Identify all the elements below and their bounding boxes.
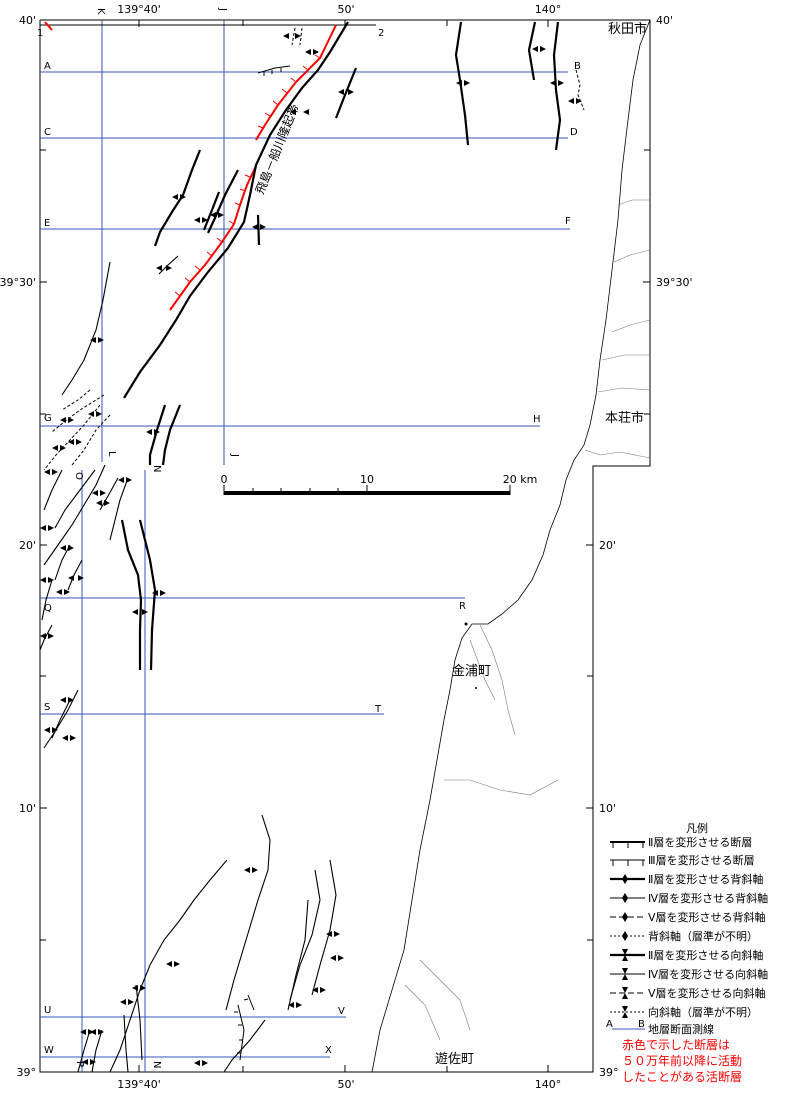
legend-item-5: Ⅴ層を変形させる背斜軸 (648, 910, 766, 924)
scale-tick-10: 10 (360, 473, 374, 486)
line-label-G: G (44, 413, 52, 424)
legend: 凡例 Ⅱ層を変形させる断層 Ⅲ層を変形させる断層 Ⅱ層を変形させる背斜軸 (606, 821, 768, 1084)
coord-left-39-30: 39°30' (0, 276, 36, 289)
legend-symbol-anticline-2 (610, 874, 645, 884)
legend-item-10: 向斜軸（層準が不明） (648, 1005, 758, 1019)
line-label-W: W (44, 1045, 54, 1056)
legend-symbol-fault-3 (610, 859, 645, 866)
line-label-D: D (570, 127, 578, 138)
line-label-B: B (574, 61, 581, 72)
legend-symbol-anticline-4 (610, 893, 645, 903)
legend-item-6: 背斜軸（層準が不明） (648, 929, 758, 943)
line-label-J-top: J (217, 7, 228, 11)
legend-item-4: Ⅳ層を変形させる背斜軸 (648, 891, 768, 905)
map-frame (39, 19, 651, 1073)
line-label-F: F (565, 216, 571, 227)
line-label-P: P (74, 1061, 85, 1067)
coord-bottom-50: 50' (337, 1078, 354, 1091)
legend-item-3: Ⅱ層を変形させる背斜軸 (648, 872, 763, 886)
coord-top-140: 140° (535, 3, 562, 16)
line-label-T: T (374, 704, 382, 715)
line-label-R: R (459, 601, 466, 612)
legend-symbol-anticline-unknown (610, 931, 645, 941)
fold-axes-thin (39, 255, 337, 1073)
legend-survey-b: B (638, 1019, 645, 1030)
city-akita: 秋田市 (608, 21, 647, 37)
coord-right-40: 40' (656, 14, 673, 27)
legend-symbol-syncline-5 (610, 987, 645, 999)
legend-note-line-2: ５０万年前以降に活動 (622, 1053, 742, 1068)
fold-axes-dashed (43, 27, 585, 471)
uplift-zone-label: 飛島－船川隆起帯 (252, 101, 302, 196)
line-label-L: L (106, 451, 117, 457)
coord-bottom-139-40: 139°40' (117, 1078, 161, 1091)
scale-bar: 0 10 20 km (221, 473, 538, 495)
town-kanaura: 金浦町 (452, 663, 491, 679)
legend-symbol-syncline-unknown (610, 1006, 645, 1018)
kanaura-point (475, 687, 477, 689)
line-label-J-bottom: J (229, 453, 240, 457)
fold-symbols (40, 33, 582, 1066)
active-fault-red (44, 21, 337, 311)
coordinate-ticks (40, 20, 650, 1072)
coord-right-39-30: 39°30' (656, 276, 693, 289)
legend-item-survey: 地層断面測線 (648, 1022, 714, 1036)
coord-right-39: 39° (599, 1066, 619, 1079)
line-label-N-top: N (151, 465, 162, 472)
line-label-N-bottom: N (151, 1061, 162, 1068)
legend-item-1: Ⅱ層を変形させる断層 (648, 835, 752, 849)
legend-survey-a: A (606, 1019, 613, 1030)
legend-item-8: Ⅳ層を変形させる向斜軸 (648, 967, 768, 981)
faults-layer-3 (234, 65, 291, 1061)
legend-symbol-anticline-5 (610, 912, 645, 922)
legend-symbol-fault-2 (610, 841, 645, 848)
line-label-O: O (73, 472, 84, 480)
legend-item-2: Ⅲ層を変形させる断層 (648, 853, 755, 867)
coord-bottom-140: 140° (535, 1078, 562, 1091)
line-label-K: K (95, 8, 106, 15)
fold-axes-thick (120, 21, 562, 671)
line-label-E: E (44, 218, 50, 229)
line-label-1: 1 (37, 28, 43, 39)
town-yuza: 遊佐町 (435, 1052, 474, 1067)
city-honjo: 本荘市 (605, 410, 644, 426)
line-label-H: H (533, 414, 541, 425)
coord-left-20: 20' (19, 539, 36, 552)
line-label-X: X (325, 1045, 332, 1056)
legend-title: 凡例 (686, 821, 708, 835)
scale-tick-0: 0 (221, 473, 228, 486)
legend-note-line-1: 赤色で示した断層は (622, 1037, 730, 1052)
line-label-V: V (338, 1006, 345, 1017)
coastline (371, 19, 651, 1073)
line-label-A: A (44, 61, 51, 72)
legend-item-7: Ⅱ層を変形させる向斜軸 (648, 948, 763, 962)
line-label-Q: Q (44, 603, 52, 614)
survey-lines (40, 20, 570, 1072)
legend-item-9: Ⅴ層を変形させる向斜軸 (648, 986, 766, 1000)
coord-left-39: 39° (17, 1066, 37, 1079)
line-label-U: U (44, 1005, 51, 1016)
coord-top-139-40: 139°40' (117, 3, 161, 16)
line-label-2: 2 (378, 28, 384, 39)
scale-tick-20km: 20 km (503, 473, 538, 486)
coord-right-20: 20' (599, 539, 616, 552)
coord-left-40: 40' (19, 14, 36, 27)
kanaura-marker (464, 622, 468, 626)
legend-note-line-3: したことがある活断層 (622, 1069, 742, 1084)
line-label-S: S (44, 702, 50, 713)
coord-left-10: 10' (19, 802, 36, 815)
active-fault-ticks (174, 54, 321, 297)
coord-right-10: 10' (599, 802, 616, 815)
coord-top-50: 50' (337, 3, 354, 16)
legend-symbol-syncline-4 (610, 968, 645, 980)
rivers (404, 199, 651, 1041)
legend-symbol-syncline-2 (610, 949, 645, 961)
line-label-C: C (44, 127, 51, 138)
